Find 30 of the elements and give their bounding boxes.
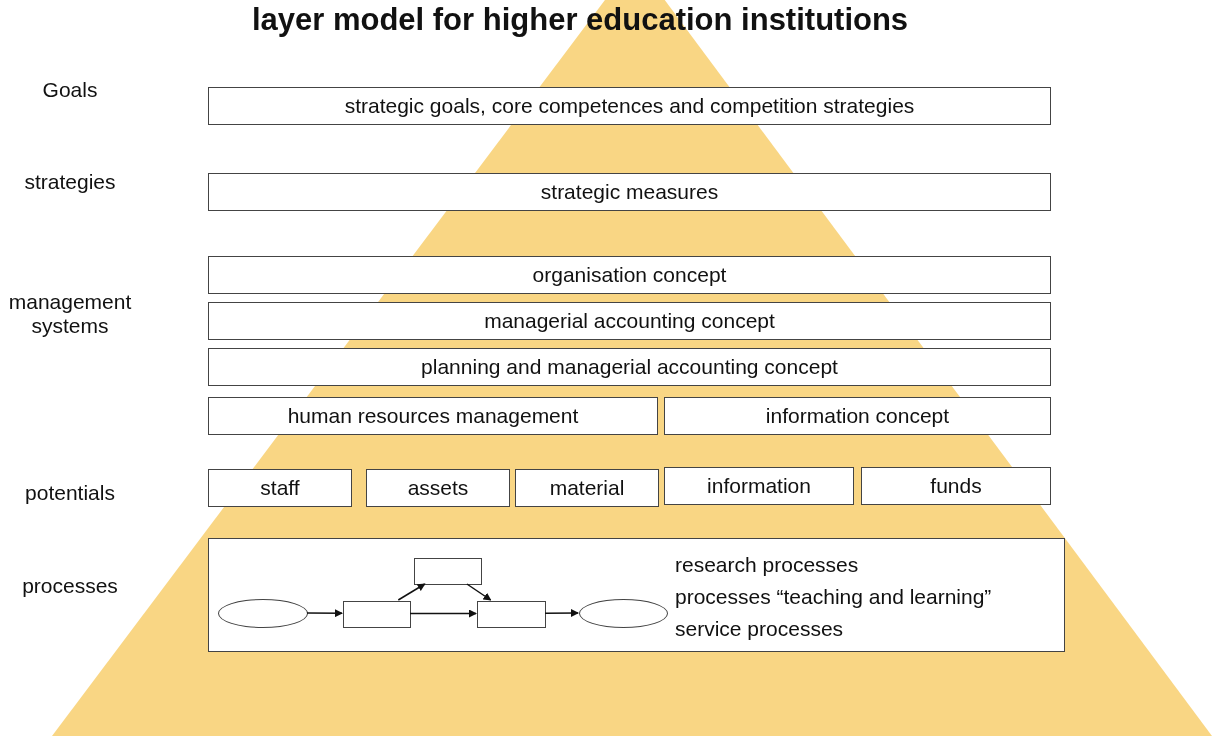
process-step-box [477, 601, 546, 628]
layer-box: planning and managerial accounting concept [208, 348, 1051, 386]
layer-box: managerial accounting concept [208, 302, 1051, 340]
arrow [466, 583, 492, 601]
process-type-text: research processes [675, 552, 860, 578]
arrow [306, 609, 343, 618]
layer-label: processes [21, 574, 119, 598]
layer-box: strategic goals, core competences and competition strategies [208, 87, 1051, 125]
process-type-text: processes “teaching and learning” [675, 584, 992, 610]
layer-label: strategies [23, 170, 117, 194]
arrow [409, 609, 477, 618]
layer-box: organisation concept [208, 256, 1051, 294]
process-step-box [414, 558, 482, 585]
layer-box: material [515, 469, 659, 507]
layer-box: information concept [664, 397, 1051, 435]
arrow [397, 583, 426, 601]
process-type-text: service processes [675, 616, 845, 642]
process-step-box [343, 601, 411, 628]
layer-box: assets [366, 469, 510, 507]
layer-box: human resources management [208, 397, 658, 435]
layer-label: Goals [41, 78, 99, 102]
layer-box: funds [861, 467, 1051, 505]
arrow [544, 608, 579, 617]
layer-box: information [664, 467, 854, 505]
layer-label: potentials [24, 481, 116, 505]
layer-label: management systems [7, 290, 133, 338]
layer-box: staff [208, 469, 352, 507]
diagram-title: layer model for higher education institutions [250, 2, 910, 38]
layer-box: strategic measures [208, 173, 1051, 211]
process-panel [208, 538, 1065, 652]
